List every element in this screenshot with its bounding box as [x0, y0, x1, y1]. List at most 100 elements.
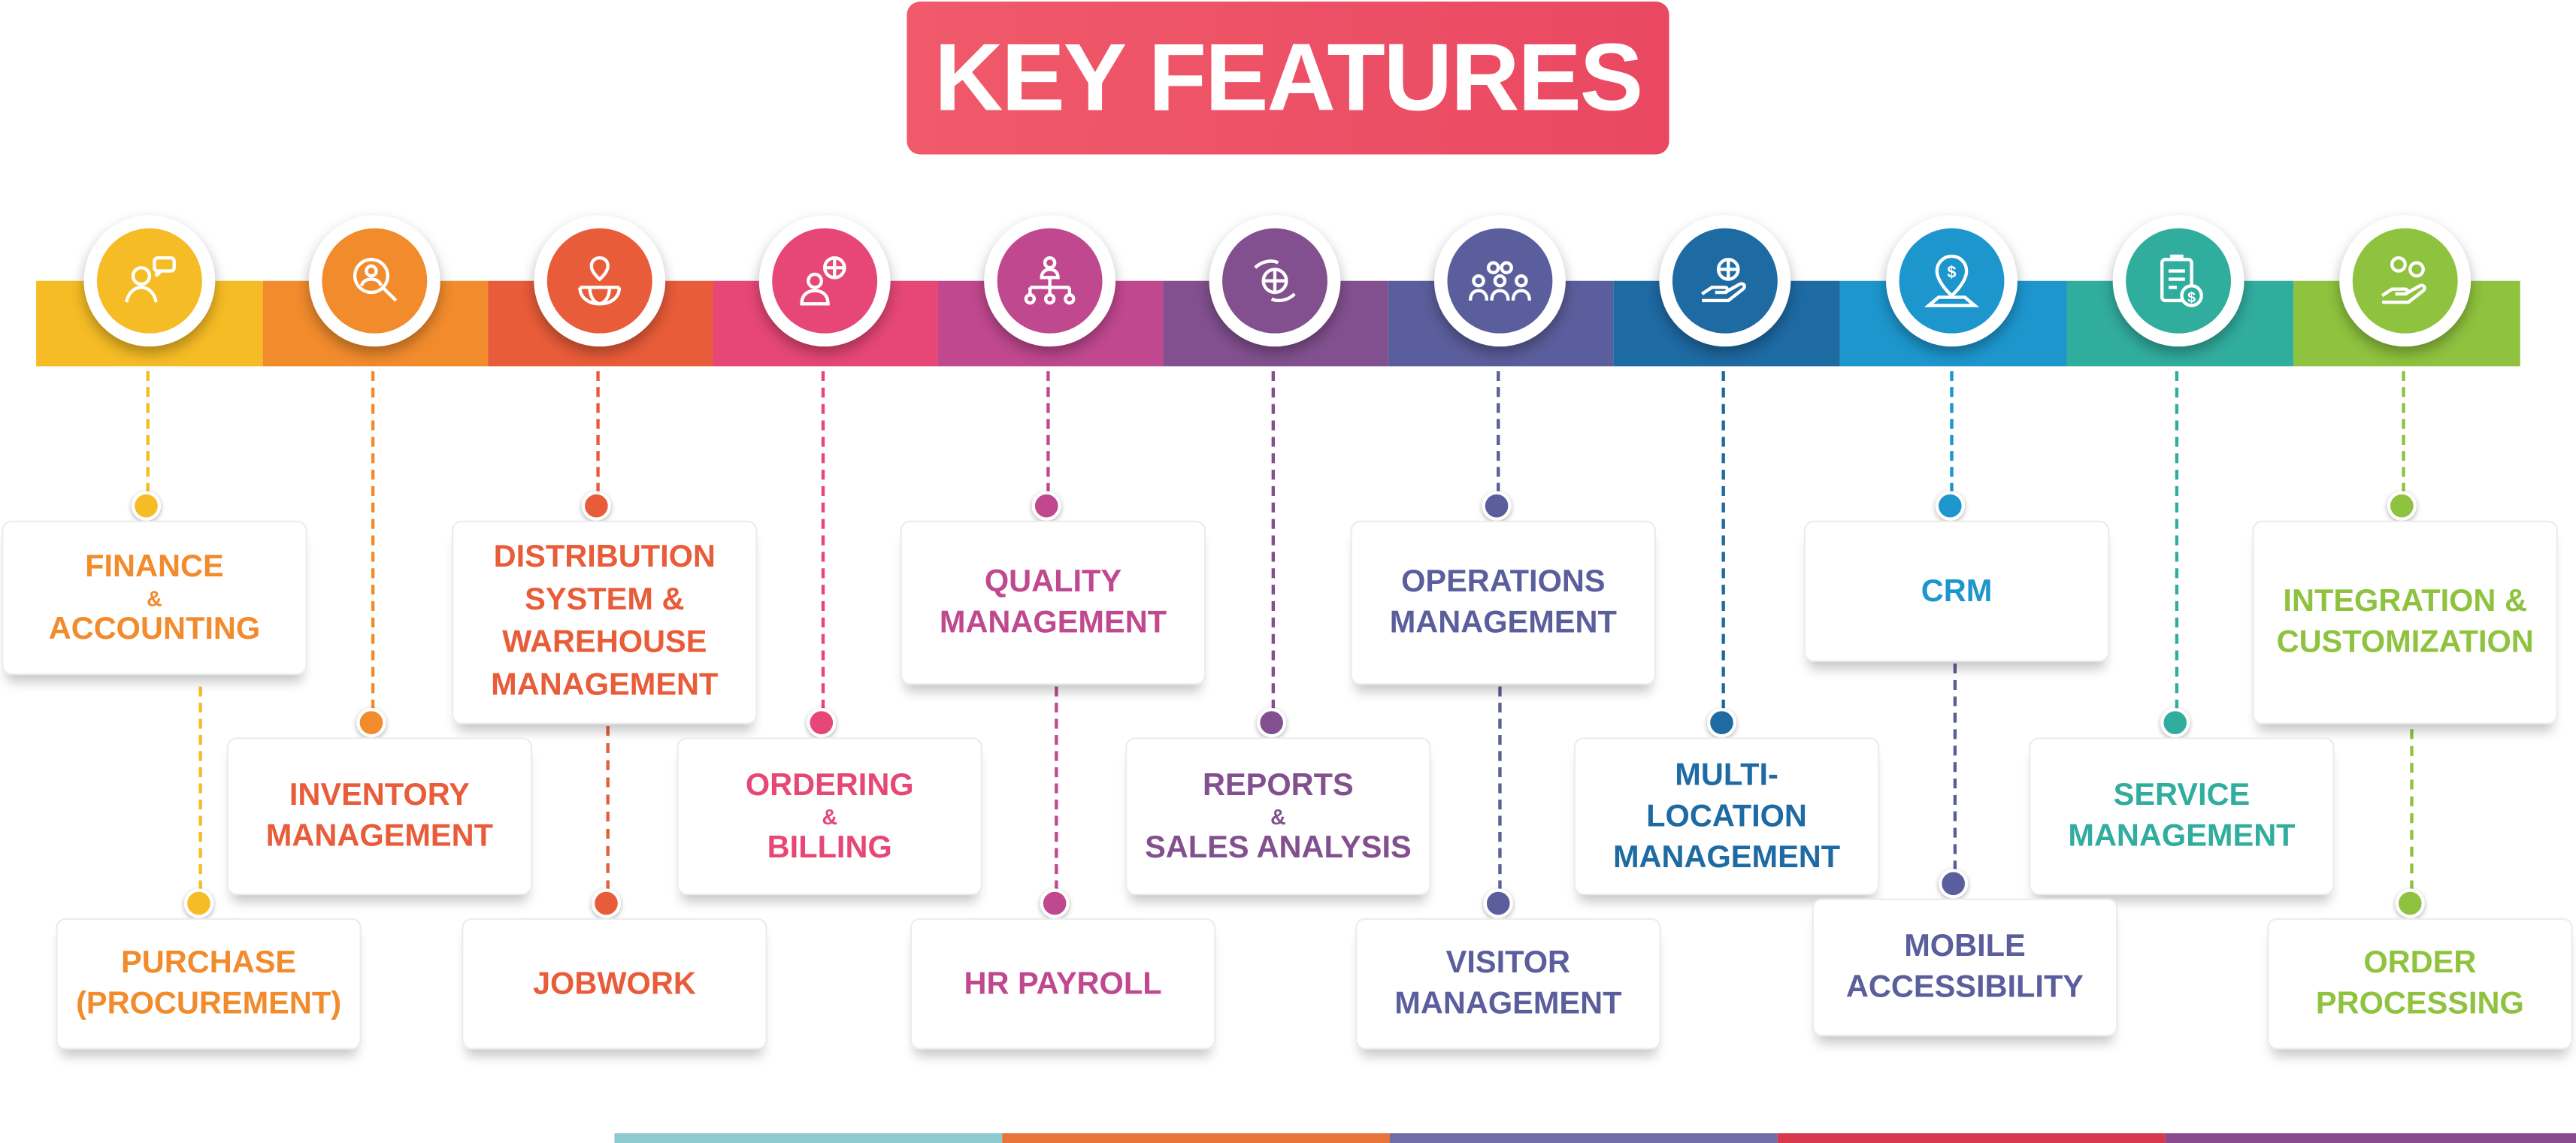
dot-crm: [1935, 491, 1965, 521]
connector-inventory: [371, 370, 375, 710]
feature-card-purchase: PURCHASE (PROCUREMENT): [56, 918, 362, 1050]
page-title: KEY FEATURES: [907, 2, 1669, 155]
icon-circle-1: [83, 215, 216, 347]
feature-card-order: ORDER PROCESSING: [2267, 918, 2573, 1050]
connector-visitor: [1498, 686, 1502, 891]
support-agent-icon: [125, 256, 176, 303]
dot-distribution: [581, 491, 612, 521]
feature-card-finance: FINANCE & ACCOUNTING: [2, 520, 307, 676]
feature-label: REPORTS: [1202, 767, 1354, 803]
user-search-icon: [353, 258, 398, 302]
connector-service: [2175, 370, 2179, 710]
hand-coins-icon: [2381, 256, 2426, 304]
feature-label: CRM: [1921, 573, 1993, 609]
dot-service: [2160, 707, 2190, 738]
feature-label: VISITOR: [1445, 945, 1571, 981]
connector-mobile: [1953, 663, 1957, 871]
feature-label: SERVICE: [2113, 778, 2251, 813]
globe-location-icon: [578, 256, 622, 306]
icon-circle-9: $: [1886, 215, 2018, 347]
dot-multilocation: [1706, 707, 1737, 738]
feature-label: MANAGEMENT: [2068, 819, 2296, 854]
bottom-strip-4: [1777, 1133, 2166, 1143]
feature-card-distribution: DISTRIBUTION SYSTEM & WAREHOUSE MANAGEME…: [452, 520, 758, 724]
icon-circle-8: [1659, 215, 1791, 347]
dot-mobile: [1938, 869, 1969, 899]
feature-card-jobwork: JOBWORK: [462, 918, 767, 1050]
feature-label: MANAGEMENT: [265, 819, 493, 854]
feature-label: WAREHOUSE: [502, 625, 707, 661]
hand-globe-icon: [1701, 258, 1746, 303]
connector-order: [2410, 729, 2414, 891]
dot-jobwork: [591, 888, 622, 918]
icon-circle-11: [2339, 215, 2472, 347]
feature-card-visitor: VISITOR MANAGEMENT: [1355, 918, 1661, 1050]
dot-reports: [1256, 707, 1287, 738]
feature-label: INVENTORY: [289, 778, 470, 813]
feature-label: ORDERING: [745, 767, 914, 803]
feature-card-crm: CRM: [1803, 520, 2110, 662]
dot-order: [2395, 888, 2425, 918]
map-pin-dollar-icon: $: [1924, 254, 1980, 307]
user-globe-icon: [800, 256, 846, 306]
connector-reports: [1271, 370, 1276, 710]
feature-label: ACCESSIBILITY: [1845, 970, 2084, 1005]
feature-card-integration: INTEGRATION & CUSTOMIZATION: [2252, 520, 2558, 724]
icon-circle-6: [1209, 215, 1341, 347]
connector-ordering: [821, 370, 825, 710]
feature-ampersand: &: [147, 585, 162, 610]
connector-integration: [2402, 370, 2405, 493]
team-gears-icon: [1468, 261, 1531, 301]
feature-label: (PROCUREMENT): [76, 987, 342, 1022]
feature-card-service: SERVICE MANAGEMENT: [2029, 737, 2335, 896]
feature-label: MANAGEMENT: [491, 668, 719, 703]
dot-purchase: [183, 888, 214, 918]
dot-operations: [1482, 491, 1512, 521]
hand-globe-icon: [1254, 259, 1296, 303]
feature-label: JOBWORK: [532, 966, 696, 1002]
feature-label: QUALITY: [984, 564, 1122, 600]
feature-card-ordering: ORDERING & BILLING: [677, 737, 982, 896]
feature-label: CUSTOMIZATION: [2276, 625, 2534, 661]
dot-visitor: [1483, 888, 1513, 918]
feature-card-mobile: MOBILE ACCESSIBILITY: [1812, 898, 2118, 1037]
feature-label: INTEGRATION &: [2283, 585, 2527, 619]
connector-distribution: [596, 370, 600, 493]
bottom-strip-5: [2165, 1133, 2576, 1143]
feature-label: MANAGEMENT: [1389, 606, 1617, 641]
feature-label: PROCESSING: [2315, 987, 2524, 1022]
feature-card-reports: REPORTS & SALES ANALYSIS: [1125, 737, 1431, 896]
feature-label: MANAGEMENT: [939, 606, 1167, 641]
connector-crm: [1950, 370, 1954, 493]
dot-finance: [131, 491, 162, 521]
feature-label: HR PAYROLL: [964, 966, 1162, 1002]
connector-multilocation: [1721, 370, 1725, 710]
icon-circle-2: [308, 215, 440, 347]
feature-ampersand: &: [822, 803, 837, 829]
bottom-strip-1: [614, 1133, 1003, 1143]
connector-operations: [1497, 370, 1500, 493]
feature-label: ACCOUNTING: [48, 612, 261, 647]
dot-inventory: [356, 707, 386, 738]
feature-card-hr: HR PAYROLL: [910, 918, 1216, 1050]
connector-hr: [1055, 686, 1058, 891]
bottom-strip-3: [1390, 1133, 1778, 1143]
icon-circle-4: [758, 215, 891, 347]
feature-label: FINANCE: [85, 549, 224, 584]
icon-circle-7: [1434, 215, 1566, 347]
feature-card-operations: OPERATIONS MANAGEMENT: [1350, 520, 1657, 685]
feature-label: MANAGEMENT: [1612, 839, 1841, 875]
bottom-strip-2: [1002, 1133, 1391, 1143]
feature-label: SYSTEM &: [525, 582, 685, 618]
feature-label: MOBILE: [1904, 930, 2026, 964]
feature-card-inventory: INVENTORY MANAGEMENT: [226, 737, 533, 896]
dot-integration: [2387, 491, 2417, 521]
feature-label: PURCHASE: [121, 945, 297, 981]
feature-label: DISTRIBUTION: [493, 540, 716, 575]
connector-jobwork: [606, 726, 610, 891]
connector-quality: [1046, 370, 1050, 493]
feature-card-quality: QUALITY MANAGEMENT: [900, 520, 1206, 685]
svg-text:$: $: [1947, 262, 1956, 281]
feature-label: MULTI-: [1675, 757, 1778, 793]
